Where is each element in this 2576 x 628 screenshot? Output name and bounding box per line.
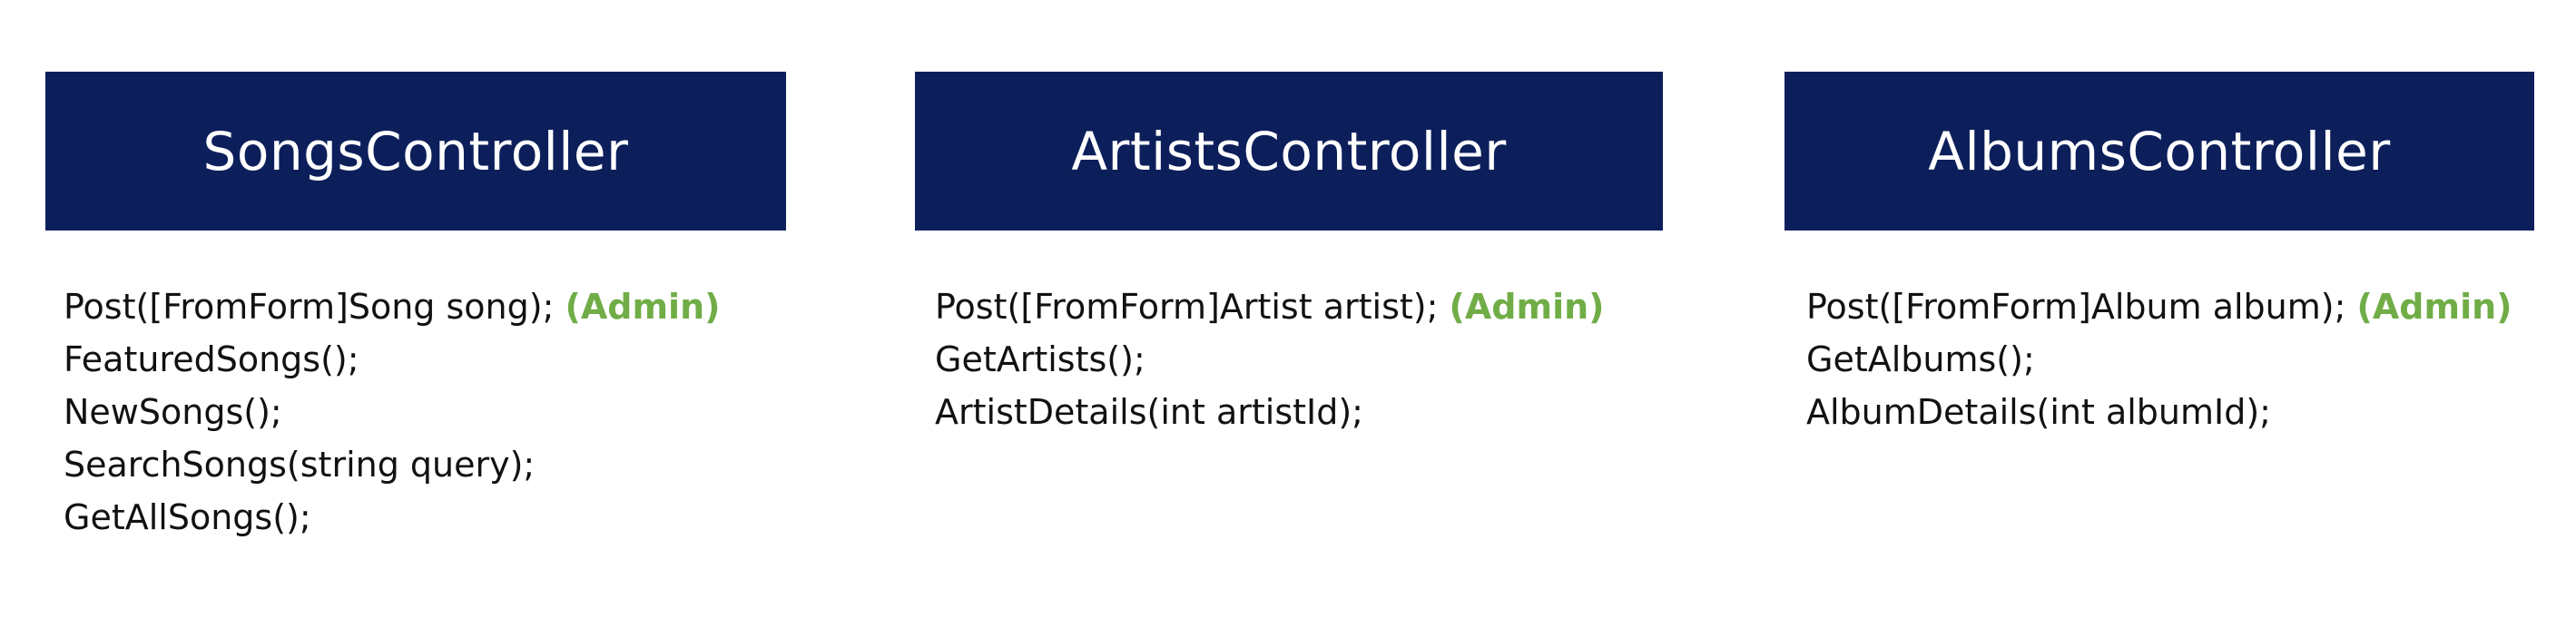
songs-controller-methods: Post([FromForm]Song song); (Admin) Featu…	[64, 280, 721, 544]
method-item: AlbumDetails(int albumId);	[1806, 386, 2512, 438]
artists-controller-header: ArtistsController	[915, 72, 1663, 231]
albums-controller-methods: Post([FromForm]Album album); (Admin) Get…	[1806, 280, 2512, 438]
artists-controller-title: ArtistsController	[1071, 120, 1507, 182]
method-item: FeaturedSongs();	[64, 333, 721, 386]
method-signature: Post([FromForm]Album album);	[1806, 287, 2346, 327]
method-item: Post([FromForm]Album album); (Admin)	[1806, 280, 2512, 333]
method-signature: NewSongs();	[64, 392, 282, 432]
admin-role-badge: (Admin)	[2356, 287, 2512, 327]
method-item: Post([FromForm]Song song); (Admin)	[64, 280, 721, 333]
method-item: NewSongs();	[64, 386, 721, 438]
albums-controller-title: AlbumsController	[1928, 120, 2391, 182]
method-signature: ArtistDetails(int artistId);	[935, 392, 1363, 432]
method-signature: Post([FromForm]Artist artist);	[935, 287, 1439, 327]
method-signature: GetAllSongs();	[64, 497, 311, 537]
method-item: GetArtists();	[935, 333, 1605, 386]
method-item: ArtistDetails(int artistId);	[935, 386, 1605, 438]
method-signature: AlbumDetails(int albumId);	[1806, 392, 2271, 432]
method-signature: SearchSongs(string query);	[64, 445, 536, 485]
songs-controller-title: SongsController	[202, 120, 629, 182]
method-item: GetAlbums();	[1806, 333, 2512, 386]
admin-role-badge: (Admin)	[565, 287, 721, 327]
method-item: Post([FromForm]Artist artist); (Admin)	[935, 280, 1605, 333]
method-item: GetAllSongs();	[64, 491, 721, 544]
method-item: SearchSongs(string query);	[64, 438, 721, 491]
artists-controller-methods: Post([FromForm]Artist artist); (Admin) G…	[935, 280, 1605, 438]
songs-controller-header: SongsController	[45, 72, 786, 231]
admin-role-badge: (Admin)	[1449, 287, 1605, 327]
method-signature: Post([FromForm]Song song);	[64, 287, 555, 327]
albums-controller-header: AlbumsController	[1785, 72, 2534, 231]
method-signature: GetAlbums();	[1806, 339, 2035, 379]
method-signature: FeaturedSongs();	[64, 339, 359, 379]
method-signature: GetArtists();	[935, 339, 1145, 379]
